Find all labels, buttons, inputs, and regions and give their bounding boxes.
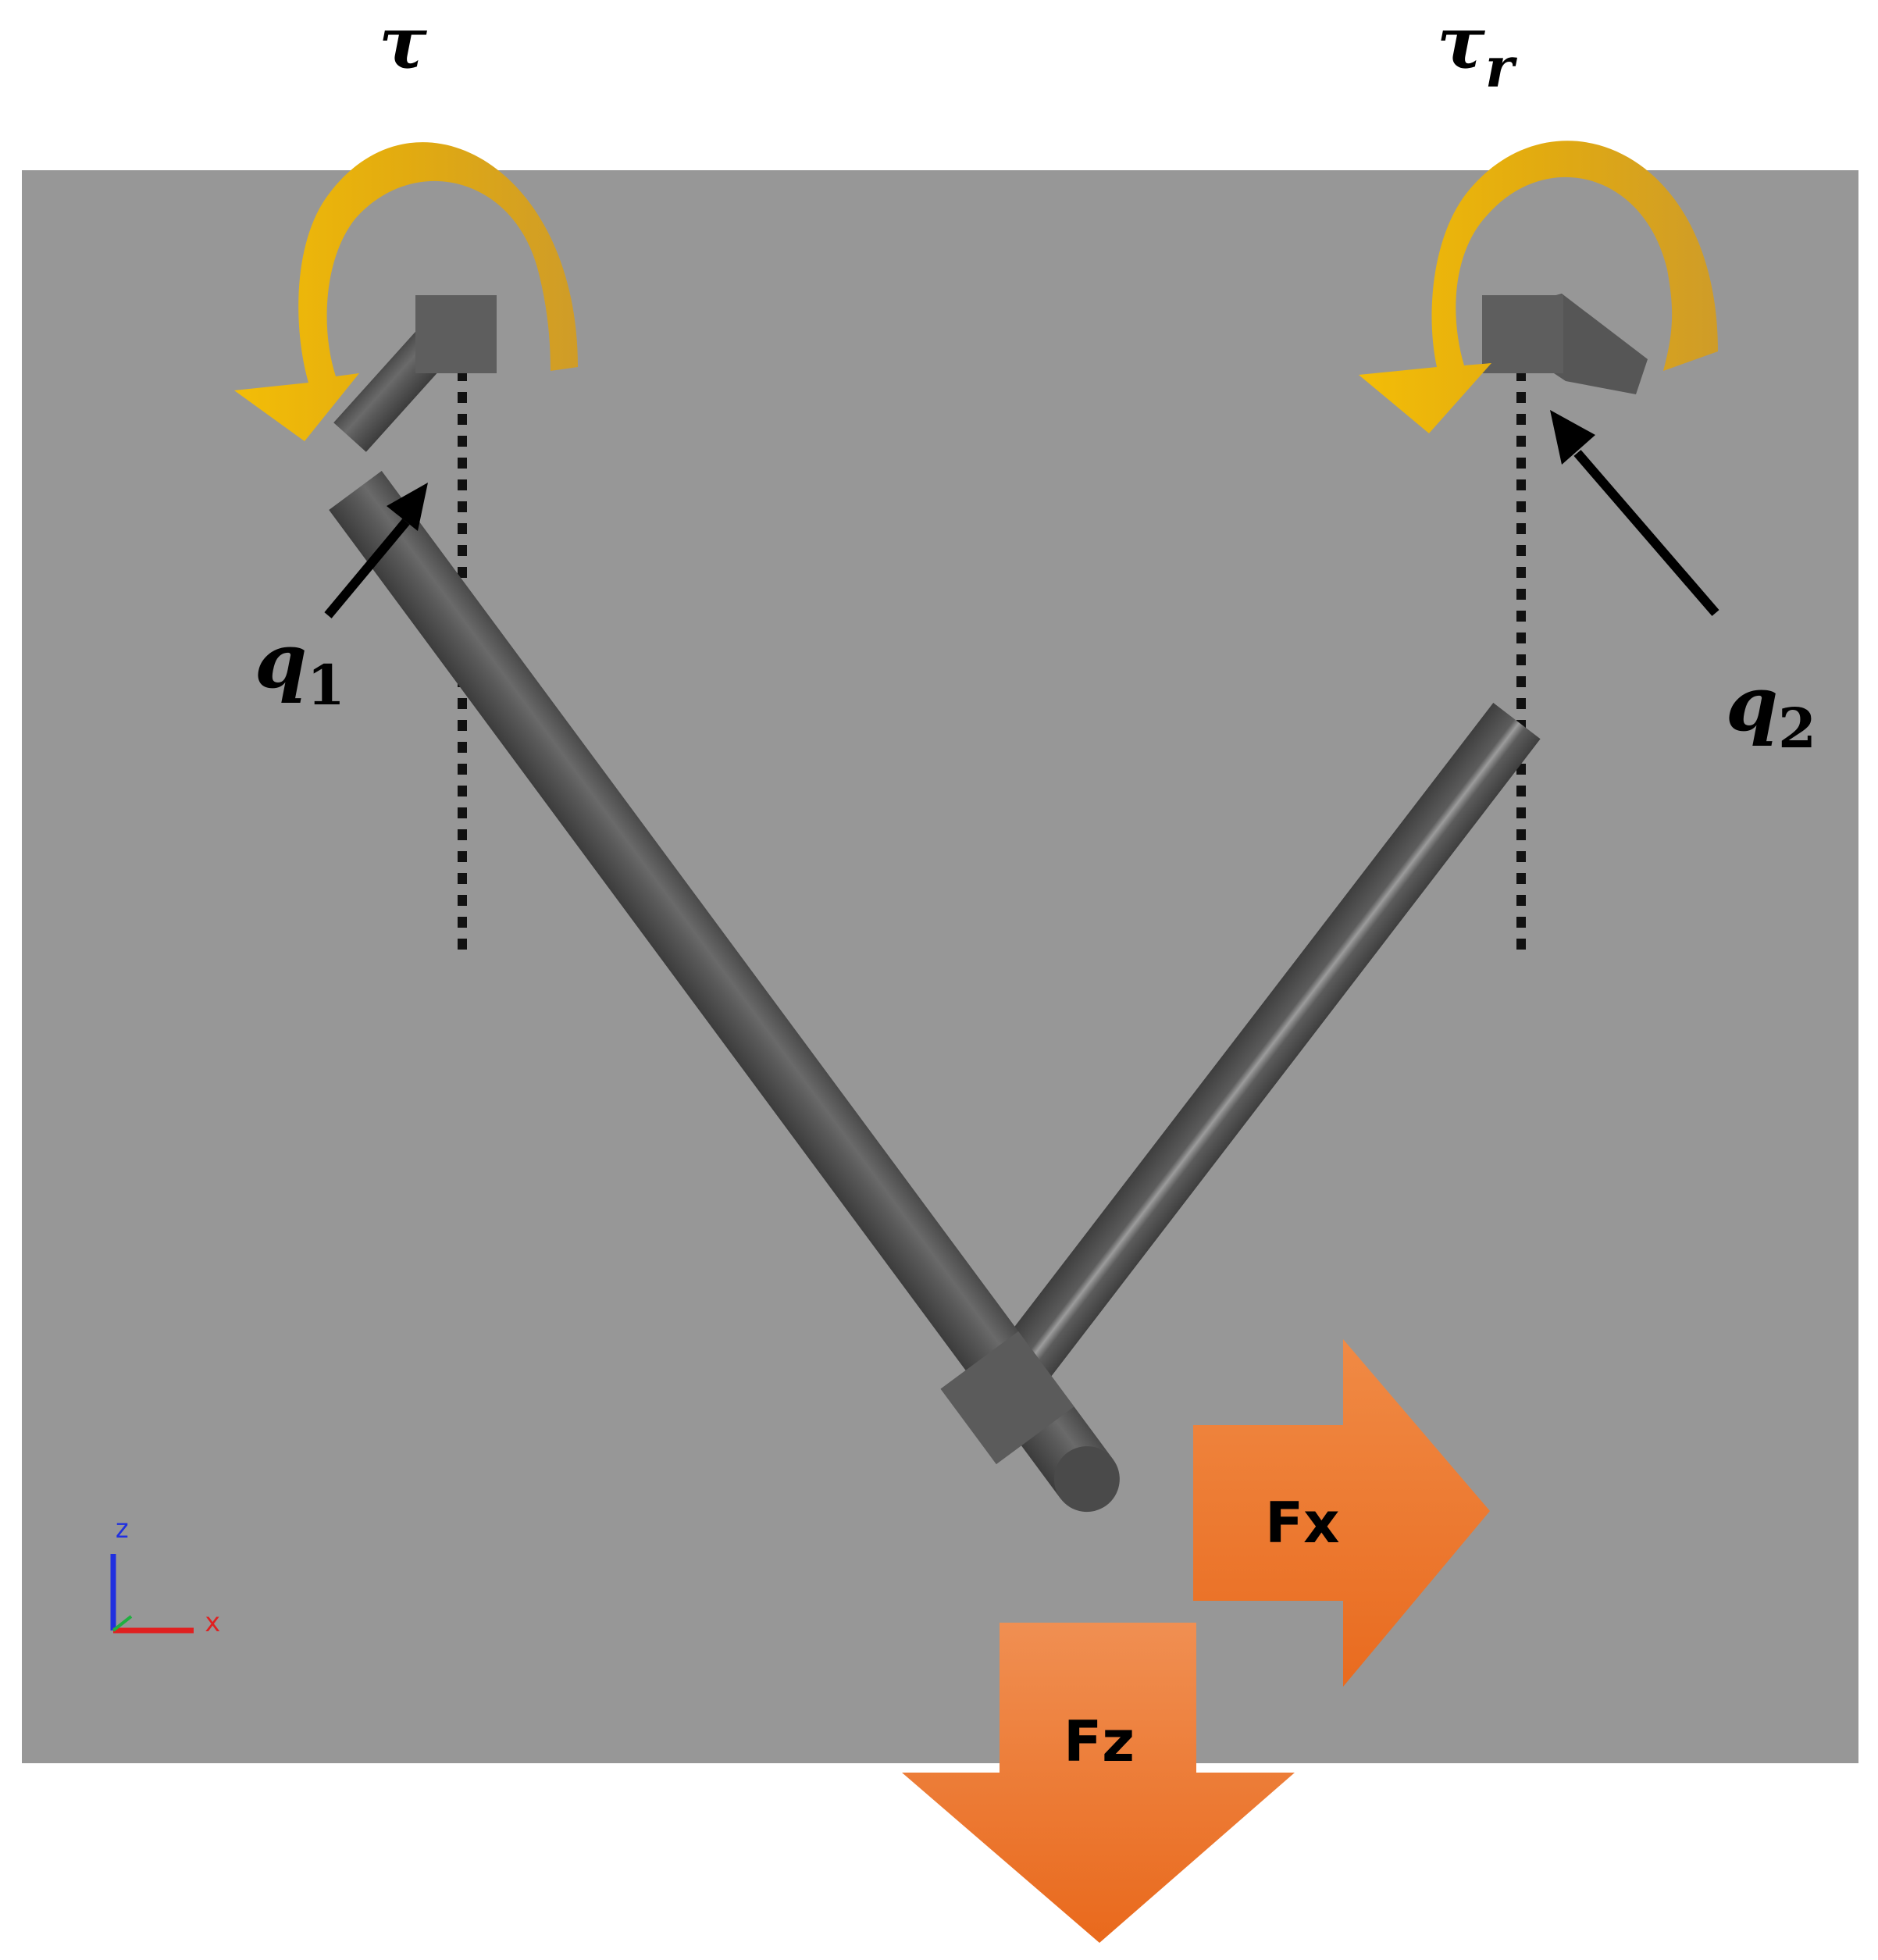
axis-label-z: z xyxy=(114,1513,130,1545)
right-crank-link xyxy=(1545,294,1648,394)
left-link xyxy=(329,471,1120,1513)
axes-indicator xyxy=(110,1554,194,1634)
q2-pointer-arrow xyxy=(1550,410,1719,616)
axis-label-x: x xyxy=(205,1607,221,1638)
label-q2: q2 xyxy=(1726,660,1816,761)
label-tau: τ xyxy=(379,1,427,85)
arrow-down-icon xyxy=(902,1623,1295,1943)
right-motor-block xyxy=(1482,295,1563,373)
label-q1: q1 xyxy=(255,617,345,718)
viewport-background xyxy=(22,170,1858,1763)
curved-arrow-ccw-icon xyxy=(234,142,578,441)
q1-pointer-arrow xyxy=(324,483,428,618)
right-link xyxy=(979,703,1541,1409)
label-tau-r: τr xyxy=(1437,1,1514,100)
force-arrow-x xyxy=(1193,1339,1490,1687)
force-arrow-z xyxy=(902,1623,1295,1943)
left-motor-block xyxy=(415,295,497,373)
label-fz: Fz xyxy=(1064,1709,1135,1774)
torque-arrow-right xyxy=(1359,141,1718,433)
torque-arrow-left xyxy=(234,142,578,441)
label-fx: Fx xyxy=(1265,1490,1340,1556)
distal-joint xyxy=(940,1331,1074,1465)
arrow-right-icon xyxy=(1193,1339,1490,1687)
curved-arrow-ccw-icon xyxy=(1359,141,1718,433)
